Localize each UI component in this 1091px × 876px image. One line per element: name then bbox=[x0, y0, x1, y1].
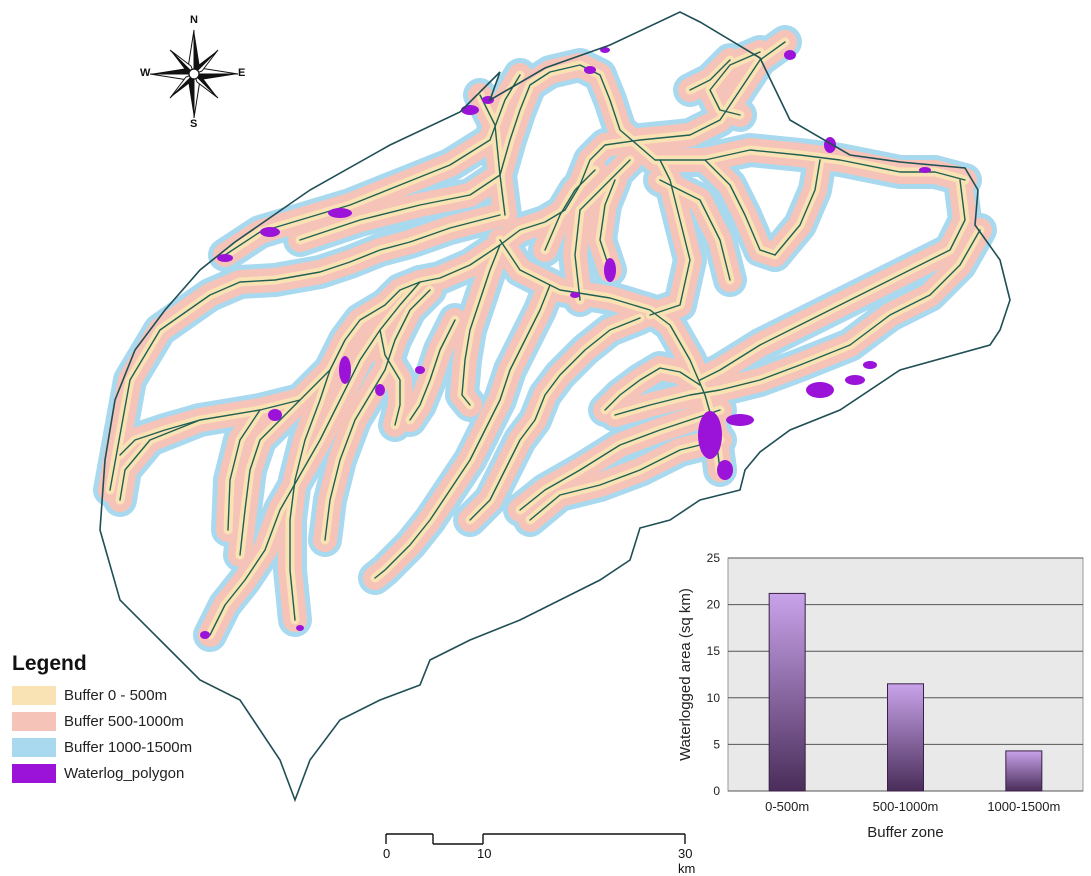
compass-west: W bbox=[140, 67, 151, 79]
legend: Legend Buffer 0 - 500m Buffer 500-1000m … bbox=[12, 652, 272, 786]
waterlog-polygon bbox=[260, 227, 280, 237]
river-line bbox=[119, 419, 201, 456]
waterlog-polygon bbox=[328, 208, 352, 218]
waterlog-polygon bbox=[268, 409, 282, 421]
river-line bbox=[299, 94, 501, 241]
river-line bbox=[119, 41, 786, 501]
waterlog-polygons bbox=[200, 47, 931, 639]
river-line bbox=[409, 319, 456, 421]
waterlog-polygon bbox=[863, 361, 877, 369]
compass-star-icon bbox=[149, 29, 239, 119]
legend-swatch-waterlog bbox=[12, 763, 56, 783]
river-line bbox=[699, 179, 966, 381]
river-line bbox=[709, 51, 761, 116]
legend-item: Waterlog_polygon bbox=[12, 760, 272, 786]
river-line bbox=[209, 281, 421, 636]
river-line bbox=[239, 399, 301, 556]
chart-y-tick-label: 5 bbox=[713, 737, 720, 751]
waterlog-polygon bbox=[698, 411, 722, 459]
river-line bbox=[289, 369, 331, 621]
river-line bbox=[469, 317, 641, 521]
river-line bbox=[774, 159, 821, 256]
waterlog-polygon bbox=[717, 460, 733, 480]
chart-y-tick-label: 20 bbox=[707, 598, 721, 612]
river-line bbox=[529, 439, 721, 521]
river-line bbox=[109, 214, 501, 491]
chart-x-ticks: 0-500m 500-1000m 1000-1500m bbox=[765, 799, 1060, 814]
river-line bbox=[544, 169, 596, 251]
scale-bar-graphic bbox=[385, 833, 686, 845]
river-line bbox=[574, 159, 631, 301]
chart-y-ticks: 0 5 10 15 20 25 bbox=[707, 551, 721, 798]
waterlog-polygon bbox=[482, 96, 494, 104]
river-line bbox=[324, 289, 431, 541]
chart-y-tick-label: 0 bbox=[713, 784, 720, 798]
legend-item: Buffer 500-1000m bbox=[12, 708, 272, 734]
river-line bbox=[461, 244, 501, 406]
legend-label: Buffer 0 - 500m bbox=[64, 686, 168, 704]
scale-bar: 0 10 30 km bbox=[383, 832, 703, 876]
chart-y-tick-label: 15 bbox=[707, 644, 721, 658]
chart-y-axis-label: Waterlogged area (sq km) bbox=[677, 588, 694, 761]
chart-canvas: 0 5 10 15 20 25 0-500m 500-1000m 1000-1500m Buf… bbox=[677, 551, 1084, 841]
chart-bar bbox=[887, 683, 924, 792]
waterlog-polygon bbox=[339, 356, 351, 384]
legend-label: Buffer 500-1000m bbox=[64, 712, 184, 730]
compass-north: N bbox=[190, 14, 198, 26]
waterlog-polygon bbox=[726, 414, 754, 426]
river-line bbox=[689, 59, 731, 91]
legend-swatch-buffer-500-1000 bbox=[12, 711, 56, 731]
river-line bbox=[374, 284, 551, 579]
river-line bbox=[614, 229, 981, 416]
legend-title: Legend bbox=[12, 652, 87, 675]
river-line bbox=[659, 179, 731, 281]
river-line bbox=[599, 179, 616, 271]
waterlog-polygon bbox=[461, 105, 479, 115]
waterlog-polygon bbox=[845, 375, 865, 385]
scale-label-0: 0 bbox=[383, 846, 391, 861]
legend-label: Buffer 1000-1500m bbox=[64, 738, 193, 756]
waterlog-polygon bbox=[784, 50, 796, 60]
waterlog-polygon bbox=[806, 382, 834, 398]
waterlog-polygon bbox=[584, 66, 596, 74]
compass-rose: N S E W bbox=[140, 14, 248, 132]
chart-y-tick-label: 25 bbox=[707, 551, 721, 565]
river-line bbox=[379, 329, 401, 426]
waterlog-polygon bbox=[375, 384, 385, 396]
chart-bar bbox=[1005, 750, 1043, 792]
river-line bbox=[227, 409, 261, 531]
legend-item: Buffer 1000-1500m bbox=[12, 734, 272, 760]
waterlog-polygon bbox=[200, 631, 210, 639]
legend-label: Waterlog_polygon bbox=[64, 764, 185, 782]
waterlog-polygon bbox=[296, 625, 304, 631]
waterlog-polygon bbox=[217, 254, 233, 262]
compass-south: S bbox=[190, 118, 198, 130]
waterlog-polygon bbox=[604, 258, 616, 282]
chart-x-tick-label: 0-500m bbox=[765, 799, 809, 814]
chart-y-tick-label: 10 bbox=[707, 691, 721, 705]
legend-swatch-buffer-1000-1500 bbox=[12, 737, 56, 757]
chart-bar bbox=[768, 592, 806, 792]
waterlog-polygon bbox=[919, 167, 931, 173]
river-line bbox=[519, 409, 721, 511]
compass-east: E bbox=[238, 67, 246, 79]
waterlogged-area-chart: 0 5 10 15 20 25 0-500m 500-1000m 1000-1500m Buf… bbox=[668, 548, 1091, 864]
chart-x-tick-label: 1000-1500m bbox=[987, 799, 1060, 814]
river-line bbox=[649, 159, 691, 316]
scale-label-10: 10 bbox=[477, 846, 492, 861]
legend-item: Buffer 0 - 500m bbox=[12, 682, 272, 708]
chart-x-tick-label: 500-1000m bbox=[873, 799, 939, 814]
watershed-boundary bbox=[99, 11, 1011, 803]
river-line bbox=[704, 159, 776, 256]
legend-swatch-buffer-0-500 bbox=[12, 685, 56, 705]
river-network bbox=[109, 41, 981, 636]
waterlog-polygon bbox=[570, 292, 580, 298]
chart-x-axis-label: Buffer zone bbox=[867, 824, 943, 841]
river-line bbox=[499, 64, 966, 216]
river-line bbox=[604, 367, 701, 411]
chart-bars bbox=[768, 592, 1043, 792]
waterlog-polygon bbox=[415, 366, 425, 374]
